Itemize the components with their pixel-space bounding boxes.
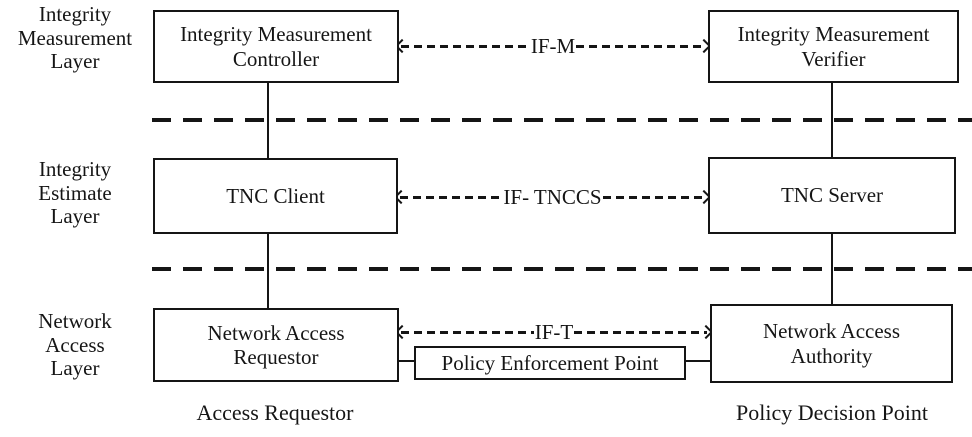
connector-pep-to-naa [684, 360, 712, 362]
layer-label-integrity-measurement: Integrity Measurement Layer [17, 2, 133, 74]
layer-separator-line-bottom [152, 267, 972, 271]
connector-tnc-server-to-naa [831, 233, 833, 305]
connector-imv-to-tnc-server [831, 82, 833, 158]
if-tnccs-arrow: IF- TNCCS [393, 184, 712, 209]
box-tnc-server: TNC Server [708, 157, 956, 234]
if-tnccs-label: IF- TNCCS [503, 184, 602, 209]
layer-label-integrity-estimate: Integrity Estimate Layer [38, 157, 112, 229]
connector-tnc-client-to-nar [267, 233, 269, 309]
dashed-line [602, 195, 706, 199]
footer-access-requestor: Access Requestor [196, 400, 354, 425]
dashed-line [400, 195, 503, 199]
box-tnc-client: TNC Client [153, 158, 398, 234]
footer-policy-decision-point: Policy Decision Point [736, 400, 928, 425]
if-m-arrow: IF-M [394, 33, 712, 58]
if-t-arrow: IF-T [394, 319, 714, 344]
box-network-access-authority: Network Access Authority [710, 304, 953, 383]
box-network-access-requestor: Network Access Requestor [153, 308, 399, 382]
connector-nar-to-pep [396, 360, 416, 362]
if-t-label: IF-T [534, 319, 574, 344]
box-policy-enforcement-point: Policy Enforcement Point [414, 346, 686, 380]
if-m-label: IF-M [530, 33, 576, 58]
dashed-line [401, 44, 530, 48]
dashed-line [576, 44, 705, 48]
layer-label-network-access: Network Access Layer [38, 309, 112, 381]
box-integrity-measurement-verifier: Integrity Measurement Verifier [708, 10, 959, 83]
dashed-line [574, 330, 707, 334]
dashed-line [401, 330, 534, 334]
layer-separator-line-top [152, 118, 972, 122]
box-integrity-measurement-controller: Integrity Measurement Controller [153, 10, 399, 83]
connector-imc-to-tnc-client [267, 82, 269, 159]
